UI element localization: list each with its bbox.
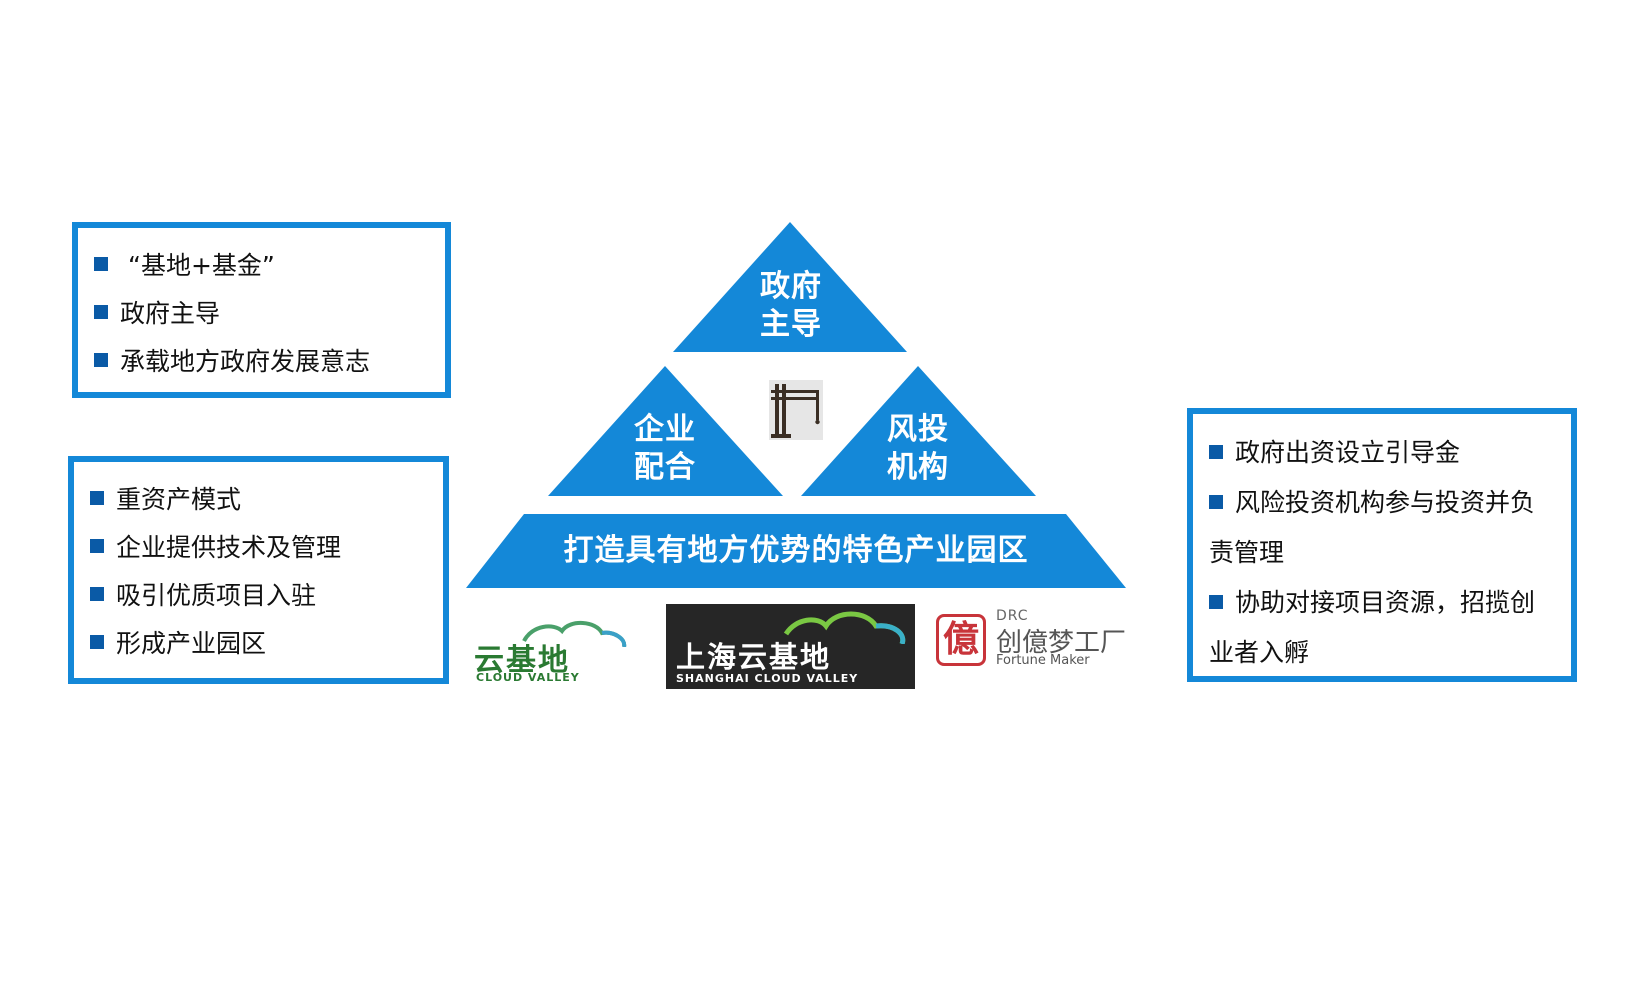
- list-item: 政府出资设立引导金: [1209, 428, 1555, 478]
- label-line: 配合: [634, 450, 696, 485]
- logo-cn-text: 创億梦工厂: [996, 628, 1127, 658]
- logo-cn-text: 云基地: [474, 643, 570, 678]
- triangle-government: [673, 222, 907, 352]
- list-item-text: 企业提供技术及管理: [116, 533, 342, 562]
- crane-icon: [769, 380, 823, 440]
- list-item-text: 吸引优质项目入驻: [116, 581, 317, 610]
- list-item-text: 政府出资设立引导金: [1235, 438, 1461, 467]
- list-item-text: 形成产业园区: [116, 629, 267, 658]
- square-bullet-icon: [1209, 445, 1223, 459]
- cloud-icon: [783, 611, 906, 644]
- label-line: 风投: [887, 412, 949, 447]
- triangle-label-enterprise: 企业 配合: [625, 411, 705, 487]
- square-bullet-icon: [90, 587, 104, 601]
- square-bullet-icon: [94, 353, 108, 367]
- list-item-text: 重资产模式: [116, 485, 242, 514]
- label-line: 机构: [887, 450, 949, 485]
- info-box-enterprise: 重资产模式 企业提供技术及管理 吸引优质项目入驻 形成产业园区: [68, 456, 449, 684]
- triangle-label-government: 政府 主导: [751, 268, 831, 344]
- square-bullet-icon: [90, 491, 104, 505]
- trapezoid-base: [466, 514, 1126, 588]
- logo-en-text: CLOUD VALLEY: [476, 671, 580, 684]
- square-bullet-icon: [90, 635, 104, 649]
- logo-cn-text: 上海云基地: [676, 640, 832, 674]
- square-bullet-icon: [90, 539, 104, 553]
- list-item: 协助对接项目资源，招揽创业者入孵: [1209, 578, 1549, 678]
- list-item-text: 承载地方政府发展意志: [120, 347, 371, 376]
- logo-cloud-valley: 云基地 CLOUD VALLEY: [474, 617, 634, 684]
- logo-drc-fortune-maker: 億 DRC 创億梦工厂 Fortune Maker: [936, 608, 1136, 688]
- logo-abbr-text: DRC: [996, 608, 1029, 624]
- list-item-text: “基地+基金”: [128, 251, 275, 280]
- list-item: 风险投资机构参与投资并负责管理: [1209, 478, 1549, 578]
- logo-en-text: SHANGHAI CLOUD VALLEY: [676, 672, 859, 685]
- square-bullet-icon: [94, 305, 108, 319]
- logo-shanghai-cloud-valley: 上海云基地 SHANGHAI CLOUD VALLEY: [666, 604, 915, 689]
- base-label: 打造具有地方优势的特色产业园区: [563, 533, 1029, 568]
- cloud-icon: [522, 621, 627, 647]
- logo-en-text: Fortune Maker: [996, 653, 1090, 668]
- seal-icon: 億: [936, 614, 986, 666]
- label-line: 主导: [760, 307, 822, 342]
- triangle-enterprise: [548, 366, 783, 496]
- list-item: 承载地方政府发展意志: [94, 338, 429, 386]
- square-bullet-icon: [1209, 495, 1223, 509]
- triangle-venture: [801, 366, 1036, 496]
- list-item-text: 协助对接项目资源，招揽创业者入孵: [1209, 588, 1536, 667]
- list-item-text: 风险投资机构参与投资并负责管理: [1209, 488, 1536, 567]
- label-line: 企业: [634, 412, 696, 447]
- list-item: 吸引优质项目入驻: [90, 572, 427, 620]
- triangle-label-venture: 风投 机构: [878, 411, 958, 487]
- label-line: 政府: [760, 269, 822, 304]
- info-box-base-fund: “基地+基金” 政府主导 承载地方政府发展意志: [72, 222, 451, 398]
- list-item: 政府主导: [94, 290, 429, 338]
- info-box-venture: 政府出资设立引导金 风险投资机构参与投资并负责管理 协助对接项目资源，招揽创业者…: [1187, 408, 1577, 682]
- list-item: 形成产业园区: [90, 620, 427, 668]
- list-item: 重资产模式: [90, 476, 427, 524]
- list-item: “基地+基金”: [94, 242, 429, 290]
- list-item: 企业提供技术及管理: [90, 524, 427, 572]
- square-bullet-icon: [94, 257, 108, 271]
- list-item-text: 政府主导: [120, 299, 221, 328]
- square-bullet-icon: [1209, 595, 1223, 609]
